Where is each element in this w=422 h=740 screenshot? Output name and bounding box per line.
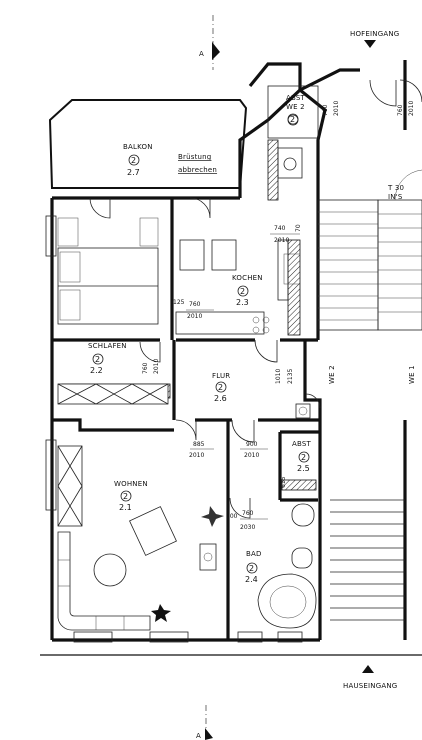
dimension-lines — [186, 233, 300, 520]
room-abst-label: ABST — [292, 440, 312, 448]
walls — [48, 60, 407, 642]
section-marker-top: A — [199, 15, 220, 70]
abst-top-circle — [287, 113, 299, 125]
hauseingang-arrow — [362, 665, 374, 673]
dim-740: 740 — [274, 225, 286, 232]
room-kochen-circle — [237, 285, 249, 297]
dim-1010: 1010 — [275, 369, 282, 384]
dim-2010-we1: 2010 — [408, 101, 415, 116]
kitchen-furniture — [175, 147, 303, 335]
we1-label: WE 1 — [408, 365, 416, 384]
room-flur-number: 2.6 — [214, 394, 227, 403]
wall-hatch-kitchen — [267, 139, 279, 201]
brustung-label-2: abbrechen — [178, 166, 217, 174]
hofeingang-arrow — [364, 40, 376, 48]
room-wohnen-floor: 2 — [123, 492, 128, 501]
room-wohnen-circle — [120, 490, 132, 502]
room-bad-label: BAD — [246, 550, 262, 558]
windows-west — [45, 215, 57, 511]
dim-2010-kitchen-door: 2010 — [187, 313, 202, 320]
dim-125: 125 — [173, 299, 185, 306]
room-wohnen-number: 2.1 — [119, 503, 132, 512]
dim-2010-wohnen: 2010 — [189, 452, 204, 459]
section-a-label: A — [199, 50, 204, 58]
dim-615: 615 — [280, 476, 287, 488]
wardrobe — [57, 383, 169, 405]
room-kochen-number: 2.3 — [236, 298, 249, 307]
windows-bottom — [73, 631, 303, 643]
section-marker-bottom: A — [196, 705, 213, 740]
wall-hatch-bath — [281, 479, 317, 491]
dim-100: 100 — [226, 513, 238, 520]
dim-2010-bedroom: 2010 — [153, 359, 160, 374]
staircase — [317, 169, 422, 621]
living-furniture — [57, 445, 224, 631]
room-bad-floor: 2 — [249, 564, 254, 573]
room-schlafen-label: SCHLAFEN — [88, 342, 127, 350]
room-schlafen-number: 2.2 — [90, 366, 103, 375]
dim-2030: 2030 — [240, 524, 255, 531]
hauseingang-label: HAUSEINGANG — [343, 682, 397, 690]
room-abst-circle — [298, 451, 310, 463]
dim-760-kitchen: 760 — [189, 301, 201, 308]
room-balkon-number: 2.7 — [127, 168, 140, 177]
dim-2010-kitchen: 2010 — [274, 237, 289, 244]
dim-760-bad: 760 — [242, 510, 254, 517]
section-a-bottom-label: A — [196, 732, 201, 740]
dim-885: 885 — [193, 441, 205, 448]
dim-70: 70 — [295, 224, 302, 232]
room-balkon-label: BALKON — [123, 143, 153, 151]
stair-label: T 30 — [387, 184, 404, 192]
room-kochen-floor: 2 — [240, 287, 245, 296]
doors — [89, 79, 422, 519]
abst-top-label: ABST — [286, 94, 306, 102]
bed — [57, 217, 159, 325]
dim-760-we1: 760 — [397, 104, 404, 116]
room-abst-floor: 2 — [301, 453, 306, 462]
hofeingang-label: HOFEINGANG — [350, 30, 399, 38]
room-flur-label: FLUR — [212, 372, 230, 380]
dim-760-abst-top: 760 — [322, 104, 329, 116]
room-balkon-circle — [128, 154, 140, 166]
room-balkon-floor: 2 — [131, 156, 136, 165]
room-bad-number: 2.4 — [245, 575, 258, 584]
room-kochen-label: KOCHEN — [232, 274, 263, 282]
room-flur-circle — [215, 381, 227, 393]
room-abst-number: 2.5 — [297, 464, 310, 473]
dim-2010-bad-door: 2010 — [244, 452, 259, 459]
dim-2010-abst-top: 2010 — [333, 101, 340, 116]
dim-2135: 2135 — [287, 369, 294, 384]
room-bad-circle — [246, 562, 258, 574]
we2-label: WE 2 — [328, 365, 336, 384]
room-schlafen-floor: 2 — [95, 355, 100, 364]
dim-900: 900 — [246, 441, 258, 448]
dim-760-bedroom: 760 — [142, 362, 149, 374]
bath-fixtures — [257, 403, 317, 629]
stair-label-2: IN'S — [388, 193, 403, 201]
abst-top-label-2: WE 2 — [286, 103, 305, 111]
room-wohnen-label: WOHNEN — [114, 480, 148, 488]
room-flur-floor: 2 — [218, 383, 223, 392]
abst-top-floor: 2 — [290, 115, 295, 124]
brustung-label: Brüstung — [178, 153, 211, 161]
room-schlafen-circle — [92, 353, 104, 365]
